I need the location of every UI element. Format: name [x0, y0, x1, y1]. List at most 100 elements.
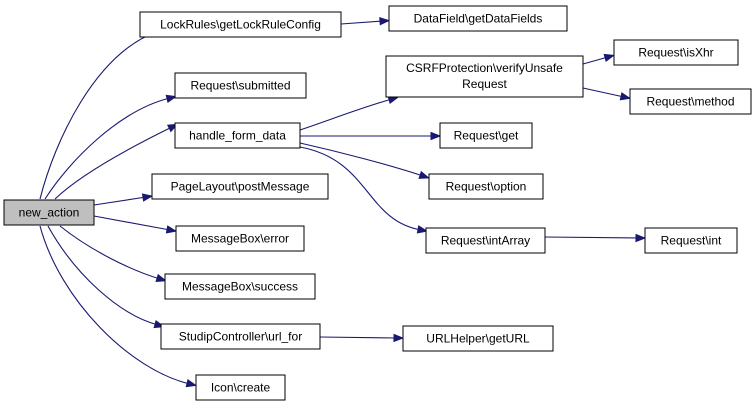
edge-line	[544, 236, 640, 239]
node-label: Request\isXhr	[638, 46, 713, 60]
arrowhead	[165, 94, 178, 103]
node-box	[385, 55, 584, 98]
edge-new_action-to-icon_create	[39, 225, 198, 388]
node-label-line2: Request	[462, 77, 507, 91]
node-option[interactable]: Request\option	[428, 173, 544, 200]
node-new-action[interactable]: new_action	[3, 199, 95, 226]
node-icon-create[interactable]: Icon\create	[195, 374, 286, 401]
node-label: MessageBox\error	[191, 232, 289, 246]
edge-line	[299, 142, 424, 177]
arrowhead	[393, 333, 405, 343]
edge-line	[54, 126, 173, 200]
edge-new_action-to-getLockRuleConfig	[39, 29, 163, 200]
edge-line	[582, 87, 625, 98]
node-label: new_action	[19, 206, 80, 220]
node-error[interactable]: MessageBox\error	[175, 225, 305, 252]
arrowhead	[165, 225, 178, 234]
node-success[interactable]: MessageBox\success	[164, 273, 316, 300]
node-box	[151, 173, 329, 200]
edge-handle_form_data-to-option	[299, 142, 431, 179]
arrowhead	[619, 92, 632, 101]
node-box	[174, 122, 301, 149]
node-get[interactable]: Request\get	[439, 122, 533, 149]
node-box	[428, 173, 544, 200]
edge-line	[93, 196, 147, 206]
node-box	[3, 199, 95, 226]
arrowhead	[379, 17, 391, 26]
node-url-for[interactable]: StudipController\url_for	[160, 323, 321, 350]
node-label: DataField\getDataFields	[414, 12, 543, 26]
edge-line	[319, 336, 398, 339]
edge-line	[59, 225, 161, 280]
node-getLockRuleConfig[interactable]: LockRules\getLockRuleConfig	[139, 11, 342, 38]
edge-verifyUnsafe-to-isXhr	[582, 53, 616, 65]
edge-line	[299, 146, 422, 231]
node-box	[164, 273, 316, 300]
arrowhead	[141, 193, 154, 202]
node-box	[175, 225, 305, 252]
edge-line	[39, 31, 157, 200]
node-getDataFields[interactable]: DataField\getDataFields	[388, 5, 568, 32]
edge-line	[39, 225, 191, 385]
edge-line	[582, 56, 609, 65]
node-label: Request\get	[454, 129, 519, 143]
edge-handle_form_data-to-verifyUnsafe	[299, 95, 400, 131]
node-int[interactable]: Request\int	[644, 227, 738, 254]
arrowhead	[603, 53, 616, 63]
node-label: Request\method	[646, 95, 734, 109]
node-box	[195, 374, 286, 401]
node-method[interactable]: Request\method	[629, 88, 752, 115]
edge-new_action-to-error	[93, 215, 178, 234]
edge-line	[299, 98, 393, 131]
node-box	[425, 227, 546, 254]
node-box	[160, 323, 321, 350]
edge-intArray-to-int	[544, 233, 647, 243]
node-label: Request\submitted	[190, 79, 290, 93]
edge-line	[340, 20, 384, 25]
node-label: Request\int	[661, 234, 722, 248]
node-intArray[interactable]: Request\intArray	[425, 227, 546, 254]
edge-line	[47, 225, 159, 326]
node-box	[644, 227, 738, 254]
edge-new_action-to-url_for	[47, 225, 166, 329]
node-getURL[interactable]: URLHelper\getURL	[402, 325, 554, 352]
node-label: CSRFProtection\verifyUnsafe	[406, 61, 563, 75]
node-label: Request\intArray	[441, 234, 530, 248]
node-label: LockRules\getLockRuleConfig	[160, 18, 321, 32]
edge-url_for-to-getURL	[319, 333, 405, 343]
node-label: URLHelper\getURL	[426, 332, 530, 346]
edge-handle_form_data-to-get	[300, 131, 442, 141]
edge-getLockRuleConfig-to-getDataFields	[340, 17, 391, 26]
edge-line	[44, 97, 171, 200]
edge-new_action-to-submitted	[44, 94, 178, 200]
node-box	[174, 72, 307, 99]
node-postMessage[interactable]: PageLayout\postMessage	[151, 173, 329, 200]
arrowhead	[430, 131, 442, 141]
node-label: PageLayout\postMessage	[171, 180, 310, 194]
edges-layer	[39, 17, 647, 388]
arrowhead	[418, 170, 431, 179]
arrowhead	[416, 225, 429, 234]
node-box	[402, 325, 554, 352]
node-isXhr[interactable]: Request\isXhr	[613, 39, 739, 66]
node-submitted[interactable]: Request\submitted	[174, 72, 307, 99]
node-box	[388, 5, 568, 32]
node-handle-form-data[interactable]: handle_form_data	[174, 122, 301, 149]
arrowhead	[635, 233, 647, 243]
arrowhead	[185, 379, 198, 388]
node-label: MessageBox\success	[182, 280, 298, 294]
node-label: Request\option	[446, 180, 527, 194]
node-label: StudipController\url_for	[179, 330, 302, 344]
node-box	[613, 39, 739, 66]
edge-line	[93, 215, 171, 231]
nodes-layer: new_action LockRules\getLockRuleConfig Dat…	[3, 5, 752, 401]
node-box	[439, 122, 533, 149]
edge-handle_form_data-to-intArray	[299, 146, 429, 234]
arrowhead	[155, 273, 168, 283]
node-box	[139, 11, 342, 38]
node-label: handle_form_data	[189, 129, 286, 143]
node-label: Icon\create	[211, 381, 271, 395]
node-box	[629, 88, 752, 115]
